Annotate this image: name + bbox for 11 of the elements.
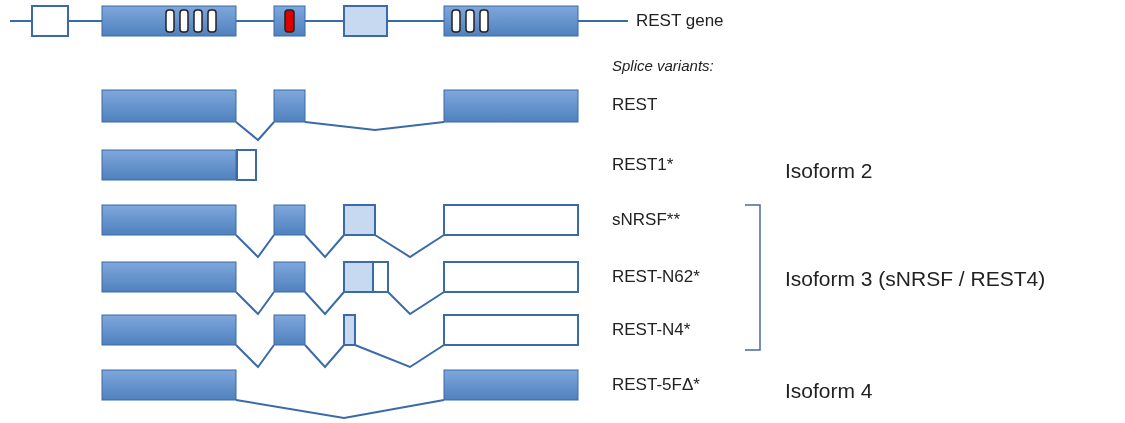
isoform-label: Isoform 3 (sNRSF / REST4): [785, 268, 1046, 289]
variant-label: REST-N4*: [612, 321, 691, 338]
variant-label: REST-N62*: [612, 268, 700, 285]
variant-label: REST: [612, 96, 658, 113]
variant-label: sNRSF**: [612, 211, 680, 228]
isoform-label: Isoform 4: [785, 380, 873, 401]
variant-label: REST-5FΔ*: [612, 376, 700, 393]
gene-label: REST gene: [636, 12, 724, 29]
variant-label: REST1*: [612, 156, 674, 173]
section-heading: Splice variants:: [612, 58, 714, 73]
isoform-label: Isoform 2: [785, 160, 873, 181]
